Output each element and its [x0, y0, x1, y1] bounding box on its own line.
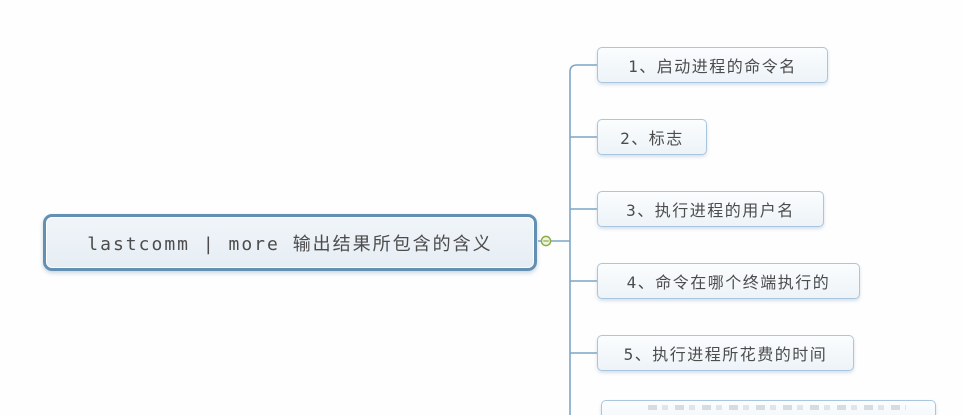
root-topic[interactable]: lastcomm | more 输出结果所包含的含义 [43, 214, 537, 271]
branch-topic-5-label: 5、执行进程所花费的时间 [623, 345, 828, 364]
branch-topic-1[interactable]: 1、启动进程的命令名 [597, 47, 828, 83]
branch-topic-4-label: 4、命令在哪个终端执行的 [626, 273, 831, 292]
branch-topic-2[interactable]: 2、标志 [597, 119, 707, 155]
clipped-text-hint [648, 405, 906, 410]
trunk-line [569, 64, 597, 415]
branch-topic-4[interactable]: 4、命令在哪个终端执行的 [597, 263, 860, 299]
branch-topic-3-label: 3、执行进程的用户名 [626, 201, 795, 220]
root-topic-label: lastcomm | more 输出结果所包含的含义 [87, 233, 493, 255]
collapse-handle[interactable] [540, 235, 552, 247]
branch-topic-2-label: 2、标志 [620, 129, 684, 148]
branch-topic-1-label: 1、启动进程的命令名 [628, 57, 797, 76]
branch-topic-6-clipped[interactable] [601, 400, 936, 415]
branch-topic-5[interactable]: 5、执行进程所花费的时间 [597, 335, 854, 371]
branch-topic-3[interactable]: 3、执行进程的用户名 [597, 191, 824, 227]
